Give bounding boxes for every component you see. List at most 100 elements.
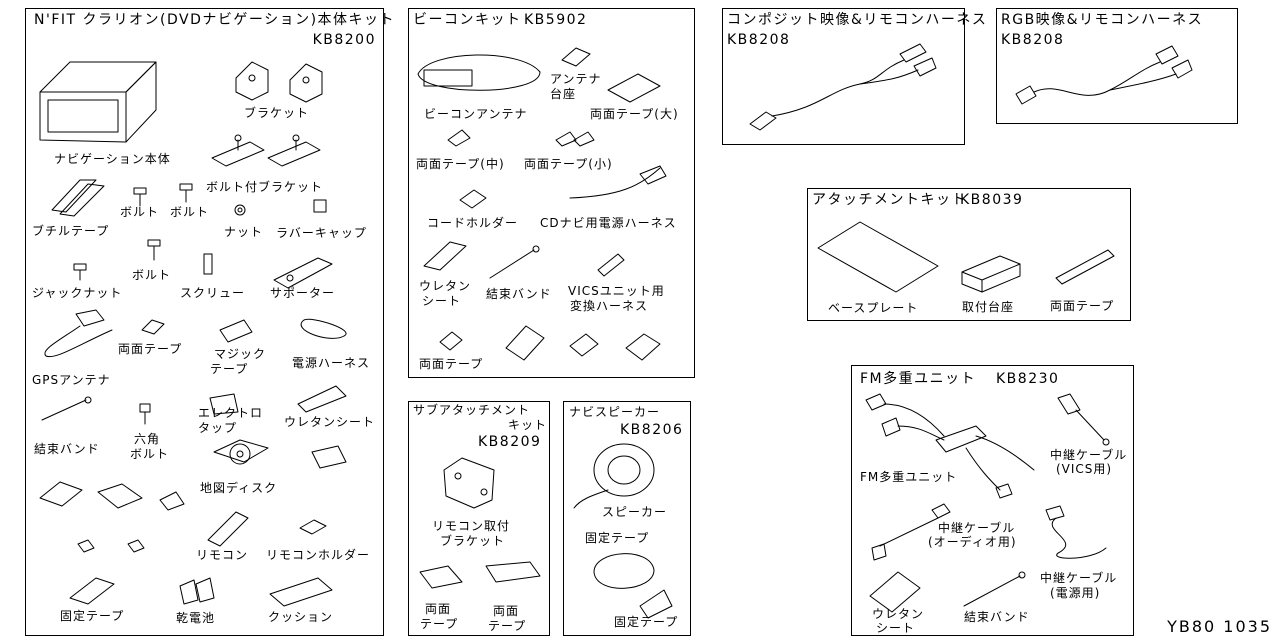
label-bolt-b: ボルト (170, 205, 210, 219)
kit-box-rgb (996, 8, 1238, 124)
kit-box-composite (722, 8, 965, 145)
label-cable-tie: 結束バンド (34, 442, 100, 456)
label-vics-harness-1: VICSユニット用 (568, 284, 665, 298)
label-butyl-tape: ブチルテープ (32, 224, 110, 238)
label-relay-vics-2: (VICS用) (1056, 462, 1113, 476)
label-gps-antenna: GPSアンテナ (32, 373, 111, 387)
label-cable-tie-fm: 結束バンド (964, 610, 1030, 624)
label-double-tape-beacon: 両面テープ (419, 357, 484, 371)
bracket-illustration (235, 61, 323, 103)
label-rubber-cap: ラバーキャップ (276, 226, 367, 240)
label-urethane-sheet: ウレタンシート (284, 415, 376, 429)
label-cushion: クッション (268, 610, 334, 624)
label-electro-tab-1: エレクトロ (198, 406, 264, 420)
label-urethane-fm-2: シート (876, 621, 916, 635)
label-double-tape-large: 両面テープ(大) (590, 107, 679, 121)
label-speaker: スピーカー (602, 505, 668, 519)
tape-pieces (141, 318, 347, 469)
battery-illustration (179, 577, 215, 605)
label-electro-tab-2: タップ (198, 421, 238, 435)
kit-code-rgb: KB8208 (1001, 32, 1065, 48)
label-vics-harness-2: 変換ハーネス (570, 299, 649, 313)
kit-title-speaker: ナビスピーカー (569, 405, 661, 419)
label-relay-audio-1: 中継ケーブル (938, 521, 1016, 535)
label-urethane-2: シート (422, 294, 462, 308)
label-relay-power-2: (電源用) (1050, 586, 1101, 600)
label-urethane-fm-1: ウレタン (872, 607, 925, 621)
misc-sheets (39, 481, 185, 553)
label-relay-audio-2: (オーディオ用) (928, 535, 1017, 549)
label-power-harness: 電源ハーネス (292, 356, 371, 370)
label-antenna-base-1: アンテナ (550, 72, 602, 86)
label-double-tape: 両面テープ (118, 342, 183, 356)
kit-title-sub-attach-2: キット (508, 418, 548, 432)
label-bolt-bracket: ボルト付ブラケット (206, 180, 324, 194)
label-bolt-a: ボルト (120, 205, 160, 219)
fixing-tape-illustration (69, 577, 115, 605)
kit-code-sub-attach: KB8209 (478, 434, 542, 450)
label-base-plate: ベースプレート (828, 301, 919, 315)
label-tape-b-1: 両面 (493, 604, 520, 618)
kit-code-speaker: KB8206 (620, 422, 684, 438)
kit-title-sub-attach-1: サブアタッチメント (413, 403, 531, 417)
kit-title-attach: アタッチメントキット (812, 192, 967, 208)
kit-box-sub-attach (408, 401, 550, 636)
label-cord-holder: コードホルダー (427, 216, 519, 230)
navi-unit-illustration (39, 61, 157, 143)
label-beacon-antenna: ビーコンアンテナ (424, 107, 528, 121)
label-bracket: ブラケット (244, 106, 310, 120)
kit-title-rgb: RGB映像&リモコンハーネス (1001, 12, 1204, 28)
label-tape-a-1: 両面 (425, 602, 452, 616)
label-hex-bolt-2: ボルト (130, 447, 170, 461)
label-remote: リモコン (196, 548, 249, 562)
diagram-reference: YB80 1035 (1167, 617, 1272, 636)
label-hex-bolt-1: 六角 (134, 432, 161, 446)
kit-box-attach (807, 188, 1131, 321)
kit-code-attach: KB8039 (960, 192, 1024, 208)
label-map-disc: 地図ディスク (200, 481, 278, 495)
remote-holder-illustration (299, 519, 327, 535)
map-disc-illustration (213, 439, 269, 465)
kit-code-composite: KB8208 (727, 32, 791, 48)
remote-illustration (207, 511, 249, 547)
electro-tab-illustration (209, 393, 239, 415)
kit-code-fm: KB8230 (996, 371, 1060, 387)
label-urethane-1: ウレタン (419, 279, 472, 293)
label-fixing-tape-b: 固定テープ (614, 615, 679, 629)
label-tape-a-2: テープ (420, 617, 459, 631)
label-relay-vics-1: 中継ケーブル (1050, 448, 1128, 462)
label-remote-bracket-1: リモコン取付 (432, 519, 511, 533)
label-screw: スクリュー (180, 286, 246, 300)
label-double-tape-mid: 両面テープ(中) (416, 157, 505, 171)
kit-title-beacon: ビーコンキット (413, 12, 522, 28)
label-mount-base: 取付台座 (962, 300, 1015, 314)
kit-code-beacon: KB5902 (524, 12, 588, 28)
label-navi-unit: ナビゲーション本体 (54, 152, 171, 166)
kit-title-fm: FM多重ユニット (860, 371, 977, 387)
label-remote-bracket-2: ブラケット (440, 534, 506, 548)
label-magic-tape-2: テープ (210, 362, 249, 376)
label-tape-b-2: テープ (488, 619, 527, 633)
label-cd-power-harness: CDナビ用電源ハーネス (540, 216, 677, 230)
kit-title-composite: コンポジット映像&リモコンハーネス (727, 12, 988, 28)
hex-bolt-illustration (139, 403, 151, 425)
kit-box-speaker (563, 401, 691, 636)
label-magic-tape-1: マジック (214, 347, 267, 361)
supporter-illustration (273, 257, 333, 289)
label-supporter: サポーター (270, 286, 336, 300)
label-cable-tie-beacon: 結束バンド (486, 287, 552, 301)
label-relay-power-1: 中継ケーブル (1040, 571, 1118, 585)
cushion-illustration (269, 577, 333, 607)
label-nut: ナット (224, 225, 264, 239)
kit-code-main: KB8200 (312, 32, 376, 48)
label-battery: 乾電池 (176, 611, 216, 625)
label-double-tape-small: 両面テープ(小) (524, 157, 613, 171)
label-antenna-base-2: 台座 (550, 87, 577, 101)
label-double-tape-attach: 両面テープ (1050, 299, 1115, 313)
